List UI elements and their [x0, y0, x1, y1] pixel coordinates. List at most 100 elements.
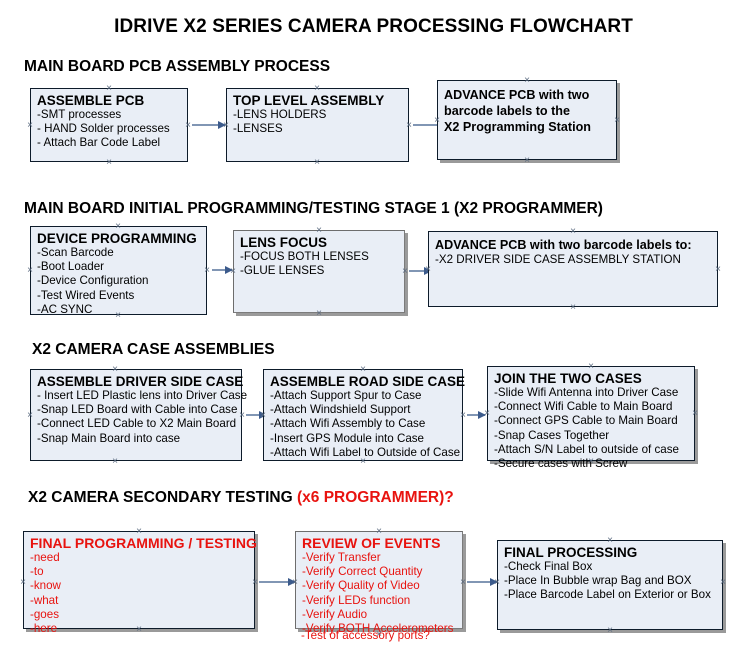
process-box-lens-focus[interactable]: LENS FOCUS -FOCUS BOTH LENSES -GLUE LENS…: [233, 230, 405, 313]
process-box-device-programming[interactable]: DEVICE PROGRAMMING -Scan Barcode -Boot L…: [30, 226, 207, 316]
connection-handle-top[interactable]: [523, 76, 532, 85]
section-title-initial-programming: MAIN BOARD INITIAL PROGRAMMING/TESTING S…: [24, 200, 603, 218]
process-box-final-processing[interactable]: FINAL PROCESSING -Check Final Box -Place…: [497, 540, 723, 630]
box-line: -Verify Audio: [302, 607, 368, 621]
connection-handle-bottom[interactable]: [111, 457, 120, 466]
connection-handle-left[interactable]: [424, 265, 433, 274]
page-title: IDRIVE X2 SERIES CAMERA PROCESSING FLOWC…: [114, 16, 633, 37]
connection-handle-bottom[interactable]: [359, 457, 368, 466]
box-line: -Place Barcode Label on Exterior or Box: [504, 588, 711, 602]
box-line: -what: [30, 593, 59, 607]
connection-handle-top[interactable]: [359, 365, 368, 374]
connection-handle-left[interactable]: [493, 578, 502, 587]
box-heading: ADVANCE PCB with two barcode labels to:: [435, 238, 692, 252]
box-line: X2 Programming Station: [444, 120, 591, 134]
box-line: -Snap Main Board into case: [37, 431, 181, 445]
connection-handle-bottom[interactable]: [375, 630, 384, 639]
connection-handle-right[interactable]: [719, 578, 728, 587]
box-heading: REVIEW OF EVENTS: [302, 535, 441, 551]
connection-handle-top[interactable]: [375, 527, 384, 536]
box-line: -Verify Transfer: [302, 551, 381, 564]
box-line: -Insert GPS Module into Case: [270, 431, 425, 445]
connection-handle-top[interactable]: [111, 365, 120, 374]
box-line: -GLUE LENSES: [240, 264, 325, 278]
connection-handle-top[interactable]: [606, 536, 615, 545]
box-line: -know: [30, 579, 61, 593]
connection-handle-left[interactable]: [483, 409, 492, 418]
box-line: -SMT processes: [37, 108, 122, 121]
box-line: -FOCUS BOTH LENSES: [240, 250, 369, 263]
box-heading: FINAL PROCESSING: [504, 545, 638, 560]
process-box-advance-pcb-driver-case-station[interactable]: ADVANCE PCB with two barcode labels to: …: [428, 231, 718, 307]
box-line: -here: [30, 622, 58, 636]
connection-handle-right[interactable]: [714, 265, 723, 274]
connection-handle-right[interactable]: [691, 409, 700, 418]
connection-handle-top[interactable]: [114, 222, 123, 231]
section-title-text: X2 CAMERA SECONDARY TESTING: [28, 489, 297, 506]
box-line: -Place In Bubble wrap Bag and BOX: [504, 574, 692, 588]
box-line: - Insert LED Plastic lens into Driver Ca…: [37, 389, 248, 402]
box-line: -Slide Wifi Antenna into Driver Case: [494, 386, 679, 399]
connection-handle-bottom[interactable]: [523, 156, 532, 165]
connection-handle-right[interactable]: [203, 266, 212, 275]
connection-handle-top[interactable]: [315, 226, 324, 235]
box-line: -Verify Correct Quantity: [302, 565, 423, 579]
section-title-pcb-assembly: MAIN BOARD PCB ASSEMBLY PROCESS: [24, 58, 330, 76]
process-box-assemble-pcb[interactable]: ASSEMBLE PCB -SMT processes - HAND Solde…: [30, 88, 188, 162]
box-heading: JOIN THE TWO CASES: [494, 371, 642, 386]
connection-handle-bottom[interactable]: [114, 311, 123, 320]
box-line: -Connect LED Cable to X2 Main Board: [37, 417, 237, 431]
box-heading: TOP LEVEL ASSEMBLY: [233, 93, 385, 108]
box-line: -AC SYNC: [37, 302, 93, 316]
process-box-assemble-driver-side-case[interactable]: ASSEMBLE DRIVER SIDE CASE - Insert LED P…: [30, 369, 248, 461]
box-line: -Attach Support Spur to Case: [270, 389, 422, 402]
connection-handle-top[interactable]: [569, 227, 578, 236]
box-heading: FINAL PROGRAMMING / TESTING: [30, 535, 257, 551]
box-heading: ASSEMBLE DRIVER SIDE CASE: [37, 374, 244, 389]
connection-handle-bottom[interactable]: [569, 303, 578, 312]
connection-handle-left[interactable]: [19, 578, 28, 587]
box-line: -LENS HOLDERS: [233, 108, 327, 121]
process-box-top-level-assembly[interactable]: TOP LEVEL ASSEMBLY -LENS HOLDERS -LENSES: [226, 88, 409, 162]
connection-handle-top[interactable]: [105, 84, 114, 93]
box-line: -Attach Wifi Label to Outside of Case: [270, 445, 461, 459]
connection-handle-bottom[interactable]: [313, 158, 322, 167]
connection-handle-left[interactable]: [433, 116, 442, 125]
connection-handle-top[interactable]: [135, 527, 144, 536]
box-overflow-line: -Test of accessory ports?: [301, 629, 430, 642]
box-line: -Connect GPS Cable to Main Board: [494, 414, 678, 428]
connection-handle-left[interactable]: [222, 121, 231, 130]
process-box-final-programming-testing[interactable]: FINAL PROGRAMMING / TESTING -need -to -k…: [23, 531, 257, 635]
box-line: -Device Configuration: [37, 274, 149, 288]
connection-handle-left[interactable]: [26, 411, 35, 420]
process-box-assemble-road-side-case[interactable]: ASSEMBLE ROAD SIDE CASE -Attach Support …: [263, 369, 465, 461]
section-title-case-assemblies: X2 CAMERA CASE ASSEMBLIES: [32, 341, 275, 359]
connection-handle-bottom[interactable]: [105, 158, 114, 167]
connection-handle-bottom[interactable]: [135, 625, 144, 634]
connection-handle-left[interactable]: [259, 411, 268, 420]
section-title-secondary-testing: X2 CAMERA SECONDARY TESTING (x6 PROGRAMM…: [28, 489, 454, 507]
section-title-text: MAIN BOARD PCB ASSEMBLY PROCESS: [24, 58, 331, 75]
box-line: -Connect Wifi Cable to Main Board: [494, 400, 673, 414]
process-box-join-the-two-cases[interactable]: JOIN THE TWO CASES -Slide Wifi Antenna i…: [487, 366, 695, 470]
box-heading: ASSEMBLE PCB: [37, 93, 145, 108]
connection-handle-left[interactable]: [229, 267, 238, 276]
box-heading: LENS FOCUS: [240, 235, 328, 250]
connection-handle-left[interactable]: [26, 266, 35, 275]
connection-handle-top[interactable]: [587, 362, 596, 371]
connection-handle-left[interactable]: [26, 121, 35, 130]
box-line: -Boot Loader: [37, 260, 105, 274]
connection-handle-bottom[interactable]: [315, 309, 324, 318]
box-line: -Verify LEDs function: [302, 593, 411, 607]
box-line: -Attach Windshield Support: [270, 403, 411, 417]
connection-handle-right[interactable]: [613, 116, 622, 125]
process-box-review-of-events[interactable]: REVIEW OF EVENTS -Verify Transfer -Verif…: [295, 531, 463, 635]
connection-handle-bottom[interactable]: [587, 457, 596, 466]
process-box-advance-pcb-programming-station[interactable]: ADVANCE PCB with two barcode labels to t…: [437, 80, 617, 160]
connection-handle-left[interactable]: [291, 578, 300, 587]
box-line: -Check Final Box: [504, 560, 593, 573]
box-line: - Attach Bar Code Label: [37, 136, 161, 150]
connection-handle-top[interactable]: [313, 84, 322, 93]
connection-handle-bottom[interactable]: [606, 626, 615, 635]
